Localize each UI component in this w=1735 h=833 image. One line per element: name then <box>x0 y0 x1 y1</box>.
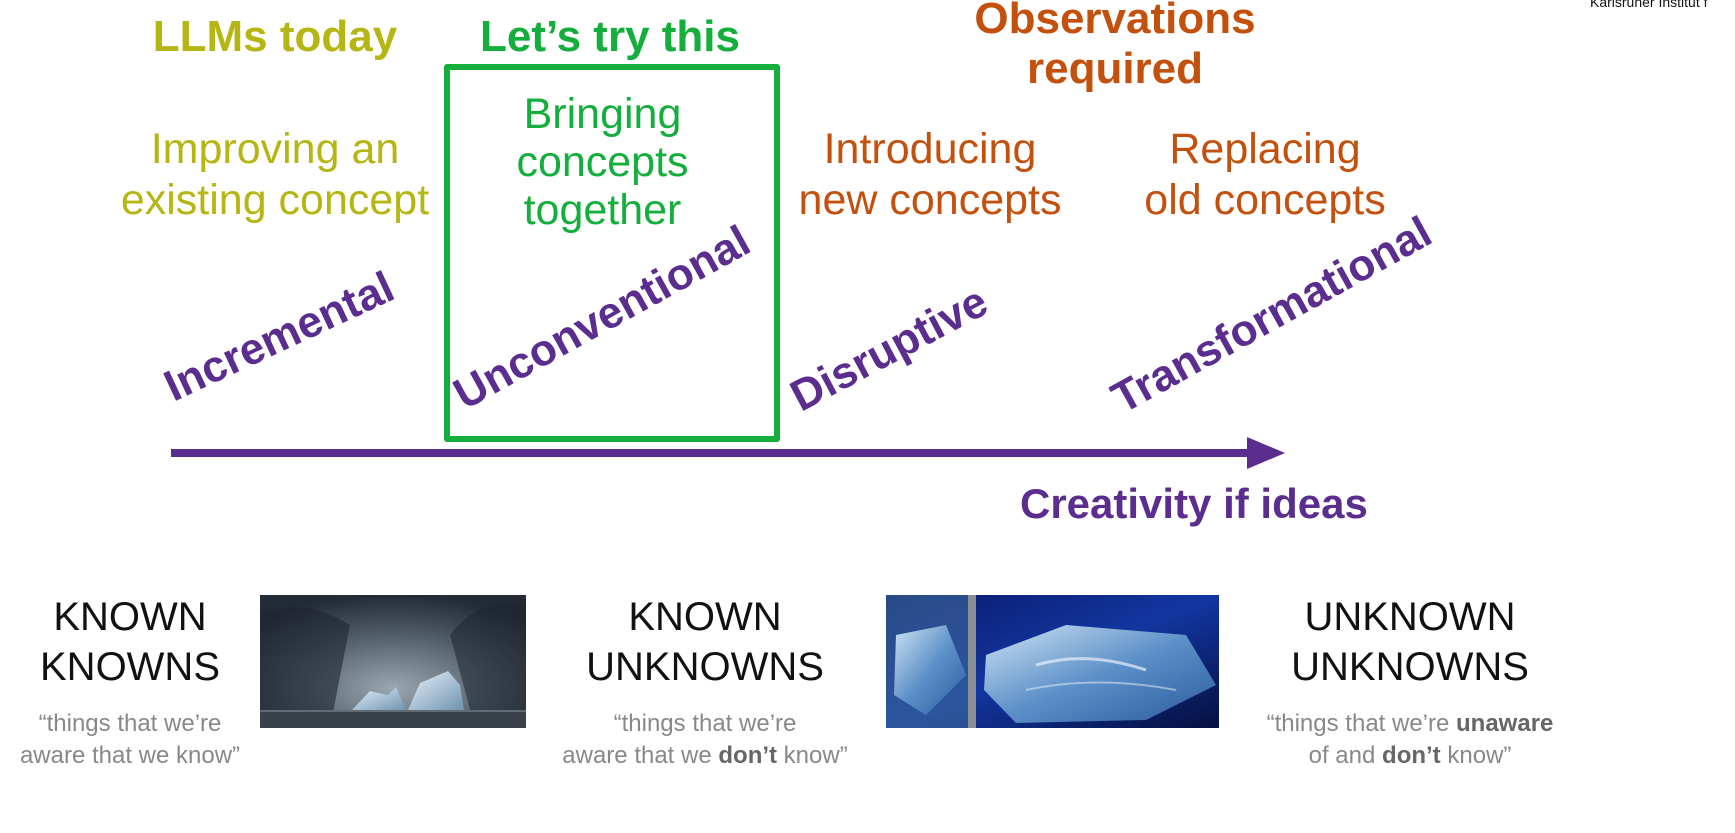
unknown-unknowns-quote: “things that we’re unaware of and don’t … <box>1250 708 1570 772</box>
iceberg-photo-graphic <box>260 595 526 728</box>
header-observations-line1: Observations <box>974 0 1256 43</box>
known-unknowns-title: KNOWN UNKNOWNS <box>560 592 850 692</box>
concept-bringing-line1: Bringing <box>523 90 682 138</box>
underwater-iceberg-photo <box>886 595 1219 728</box>
concept-improving-line2: existing concept <box>120 176 430 224</box>
creativity-axis-arrow <box>171 437 1285 469</box>
concept-improving-line1: Improving an <box>150 125 400 173</box>
header-llms-today: LLMs today <box>152 12 398 61</box>
level-transformational: Transformational <box>1103 207 1440 424</box>
concept-replacing-line1: Replacing <box>1169 125 1361 173</box>
known-unknowns-title-line2: UNKNOWNS <box>586 645 824 689</box>
unknown-unknowns-title: UNKNOWN UNKNOWNS <box>1250 592 1570 692</box>
known-unknowns-quote-line2: aware that we don’t know” <box>562 742 848 769</box>
known-unknowns-title-line1: KNOWN <box>628 595 782 639</box>
concept-introducing: Introducing new concepts <box>780 124 1080 226</box>
axis-label: Creativity if ideas <box>1020 480 1368 527</box>
concept-bringing-line3: together <box>523 186 682 234</box>
concept-replacing: Replacing old concepts <box>1120 124 1410 226</box>
iceberg-photo <box>260 595 526 728</box>
header-lets-try: Let’s try this <box>480 12 740 61</box>
concept-replacing-line2: old concepts <box>1144 176 1386 224</box>
unknown-unknowns-title-line1: UNKNOWN <box>1304 595 1516 639</box>
header-observations: Observations required <box>920 0 1310 94</box>
known-knowns: KNOWN KNOWNS “things that we’re aware th… <box>0 592 260 772</box>
level-incremental: Incremental <box>156 262 402 412</box>
concept-introducing-line1: Introducing <box>823 125 1037 173</box>
highlight-box <box>444 64 780 442</box>
known-unknowns-quote-line1: “things that we’re <box>613 710 797 737</box>
concept-bringing-line2: concepts <box>516 138 689 186</box>
known-knowns-title-line2: KNOWNS <box>40 645 220 689</box>
underwater-iceberg-graphic <box>886 595 1219 728</box>
known-unknowns-quote: “things that we’re aware that we don’t k… <box>560 708 850 772</box>
known-knowns-title: KNOWN KNOWNS <box>0 592 260 692</box>
unknown-unknowns-quote-line1: “things that we’re unaware <box>1266 710 1554 737</box>
known-knowns-quote-line2: aware that we know” <box>19 742 241 769</box>
unknown-unknowns-quote-line2: of and don’t know” <box>1308 742 1512 769</box>
known-unknowns: KNOWN UNKNOWNS “things that we’re aware … <box>560 592 850 772</box>
concept-improving: Improving an existing concept <box>100 124 450 226</box>
known-knowns-quote-line1: “things that we’re <box>38 710 222 737</box>
header-observations-line2: required <box>1026 44 1204 93</box>
known-knowns-quote: “things that we’re aware that we know” <box>0 708 260 772</box>
unknown-unknowns-title-line2: UNKNOWNS <box>1291 645 1529 689</box>
level-disruptive: Disruptive <box>782 276 996 422</box>
concept-introducing-line2: new concepts <box>798 176 1062 224</box>
unknown-unknowns: UNKNOWN UNKNOWNS “things that we’re unaw… <box>1250 592 1570 772</box>
concept-bringing: Bringing concepts together <box>460 90 745 234</box>
known-knowns-title-line1: KNOWN <box>53 595 207 639</box>
institution-label: Karlsruher Institut f <box>1590 0 1708 10</box>
